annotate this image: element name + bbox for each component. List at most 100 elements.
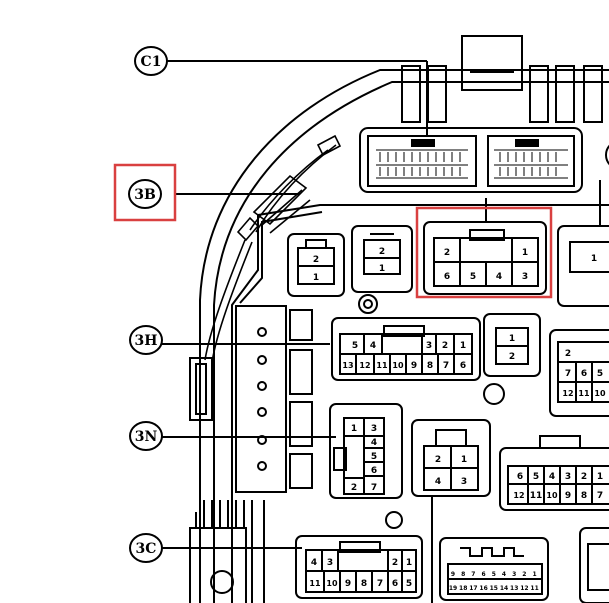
pin: 5 [492,571,496,578]
pin: 4 [311,558,317,568]
pin: 16 [479,585,487,592]
pin: 4 [371,438,377,448]
pin: 6 [460,361,466,371]
pin: 8 [461,571,465,578]
pin: 2 [581,472,587,482]
connector-far-right-bottom [579,527,609,603]
pin: 8 [581,491,587,501]
pin: 1 [522,248,528,258]
pin: 7 [597,491,603,501]
pin: 3 [512,571,516,578]
pin: 1 [406,558,412,568]
connector-bottom-mid [439,537,549,601]
pin: 7 [471,571,475,578]
pin: 10 [392,361,404,370]
pin: 2 [392,558,398,568]
pin: 5 [597,369,603,379]
connector-3b [423,198,547,295]
callout-3h: 3H [129,325,163,355]
pin: 4 [496,272,502,282]
pin: 10 [546,491,558,500]
pin: 4 [502,571,506,578]
pin: 8 [361,579,367,589]
pin: 1 [460,341,466,351]
pin: 6 [392,579,398,589]
pin: 2 [435,455,441,465]
pin: 11 [530,491,543,501]
pin: 15 [490,585,498,592]
pin: 2 [444,248,450,258]
pin: 4 [549,472,555,482]
pin: 12 [520,585,528,592]
connector-small-b [351,225,413,293]
pin: 1 [509,334,515,344]
pin: 3 [565,472,571,482]
pin: 1 [313,273,319,283]
pin: 12 [513,491,524,500]
pin: 5 [371,452,377,462]
mount-hole [483,383,505,405]
callout-c1: C1 [134,46,168,76]
pin: 1 [597,472,603,482]
callout-3c: 3C [129,533,163,563]
pin: 6 [371,466,377,476]
pin: 14 [500,585,508,592]
pin: 2 [351,483,357,493]
pin: 11 [578,389,590,398]
pin: 2 [522,571,526,578]
relay-strip [189,305,313,493]
callout-3b: 3B [128,179,162,209]
pin: 10 [326,579,338,588]
connector-mid-small [483,313,541,377]
pin: 9 [565,491,571,501]
pin: 7 [443,361,449,371]
callout-label: C1 [141,54,162,70]
pin: 9 [451,571,455,578]
connector-right-edge [557,180,609,307]
pin: 2 [442,341,448,351]
pin: 2 [509,352,515,362]
pin: 7 [377,579,383,589]
pin: 10 [594,389,606,398]
pin: 3 [461,477,467,487]
pin: 1 [533,571,537,578]
pin: 6 [581,369,587,379]
pin: 6 [517,472,523,482]
c1-pin-grid [379,152,557,176]
pin: 4 [435,477,441,487]
connector-3h [331,317,481,381]
right-edge-bolt [605,144,609,166]
pin: 1 [461,455,467,465]
connector-3c [295,535,423,599]
wire-clip [204,134,342,363]
mount-hole [358,294,378,314]
pin: 7 [371,483,377,493]
pin: 9 [345,579,351,589]
pin: 2 [379,247,385,257]
pin: 5 [352,341,358,351]
pin: 9 [411,361,417,371]
c1-connector-block [359,127,583,193]
pin: 6 [482,571,486,578]
pin: 13 [342,361,353,370]
pin: 17 [469,585,477,592]
pin: 4 [370,341,376,351]
pin: 11 [309,579,321,588]
pin: 12 [359,361,370,370]
pin: 3 [327,558,333,568]
connector-right-lower [499,435,609,511]
callout-label: 3B [134,187,156,203]
callout-leaders [162,60,428,549]
connector-small-a [287,233,345,297]
connector-quad [411,419,491,603]
pin: 2 [565,349,571,359]
callout-label: 3C [136,541,157,557]
pin: 2 [313,255,319,265]
pin: 19 [449,585,457,592]
pin: 3 [522,272,528,282]
callout-label: 3H [135,333,158,349]
pin: 3 [371,424,377,434]
pin: 5 [406,579,412,589]
